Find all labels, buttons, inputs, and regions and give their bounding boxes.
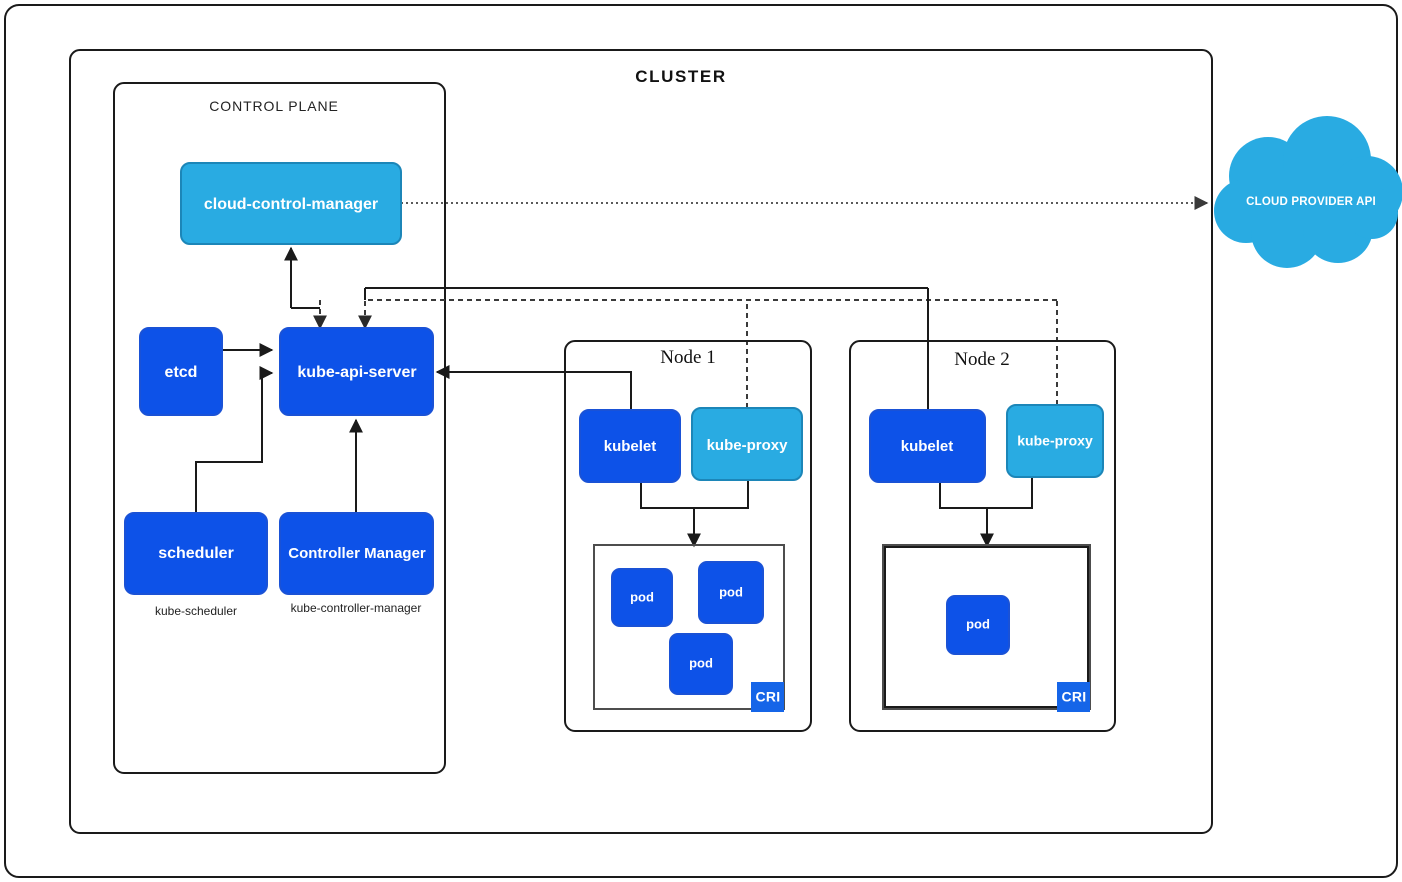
control-plane-title: CONTROL PLANE — [209, 98, 338, 114]
box-node-2-kube-proxy-label: kube-proxy — [1017, 433, 1093, 449]
badge-node-2-cri: CRI — [1057, 682, 1090, 712]
connector-scheduler-to-apiserver — [195, 366, 274, 513]
node-2-container-inner — [884, 546, 1089, 708]
node-2-container-outer — [882, 544, 1091, 710]
connector-node1-kubelet-to-container — [640, 482, 701, 548]
cluster-title: CLUSTER — [635, 67, 726, 86]
cloud-provider-api[interactable]: CLOUD PROVIDER API — [1214, 116, 1402, 268]
node-1-frame — [564, 340, 812, 732]
box-etcd-label: etcd — [165, 364, 198, 381]
box-controller-manager-label: Controller Manager — [288, 545, 426, 562]
node-1-container — [593, 544, 785, 710]
box-node-1-pod-1-label: pod — [630, 589, 654, 604]
box-controller-manager[interactable]: Controller Manager — [279, 512, 434, 595]
box-cloud-control-manager[interactable]: cloud-control-manager — [180, 162, 402, 245]
connector-node2-kubelet-to-container — [939, 482, 994, 548]
box-node-2-kubelet[interactable]: kubelet — [869, 409, 986, 483]
box-kube-api-server[interactable]: kube-api-server — [279, 327, 434, 416]
box-etcd[interactable]: etcd — [139, 327, 223, 416]
node-2-frame — [849, 340, 1116, 732]
connector-node2-kubeproxy-to-container — [987, 477, 1033, 509]
cloud-icon — [1214, 116, 1402, 268]
control-plane-frame — [113, 82, 446, 774]
caption-kube-controller-manager: kube-controller-manager — [291, 601, 422, 615]
badge-node-2-cri-label: CRI — [1061, 689, 1086, 705]
badge-node-1-cri-label: CRI — [755, 689, 780, 705]
page-frame — [4, 4, 1398, 878]
connector-node1-kubelet-to-apiserver — [435, 365, 632, 410]
cluster-frame — [69, 49, 1213, 834]
box-node-1-kubelet-label: kubelet — [604, 438, 657, 455]
box-scheduler[interactable]: scheduler — [124, 512, 268, 595]
node-2-title: Node 2 — [954, 349, 1009, 370]
box-cloud-control-manager-label: cloud-control-manager — [204, 196, 378, 213]
cloud-provider-api-label: CLOUD PROVIDER API — [1246, 196, 1376, 208]
box-node-1-kube-proxy[interactable]: kube-proxy — [691, 407, 803, 481]
caption-kube-scheduler: kube-scheduler — [155, 604, 237, 618]
box-scheduler-label: scheduler — [158, 545, 234, 562]
box-node-2-kubelet-label: kubelet — [901, 438, 954, 455]
box-node-2-pod-1[interactable]: pod — [946, 595, 1010, 655]
node-1-title: Node 1 — [660, 347, 715, 368]
box-node-1-pod-3[interactable]: pod — [669, 633, 733, 695]
box-node-1-pod-3-label: pod — [689, 655, 713, 670]
box-node-1-pod-1[interactable]: pod — [611, 568, 673, 627]
box-node-2-pod-1-label: pod — [966, 616, 990, 631]
badge-node-1-cri: CRI — [751, 682, 784, 712]
box-node-1-pod-2-label: pod — [719, 584, 743, 599]
connector-node1-kubeproxy-to-container — [694, 480, 749, 509]
box-node-1-kubelet[interactable]: kubelet — [579, 409, 681, 483]
connector-kubeproxy-bus — [358, 299, 1057, 330]
box-node-1-kube-proxy-label: kube-proxy — [707, 437, 789, 454]
box-kube-api-server-label: kube-api-server — [297, 364, 416, 381]
box-node-2-kube-proxy[interactable]: kube-proxy — [1006, 404, 1104, 478]
box-node-1-pod-2[interactable]: pod — [698, 561, 764, 624]
